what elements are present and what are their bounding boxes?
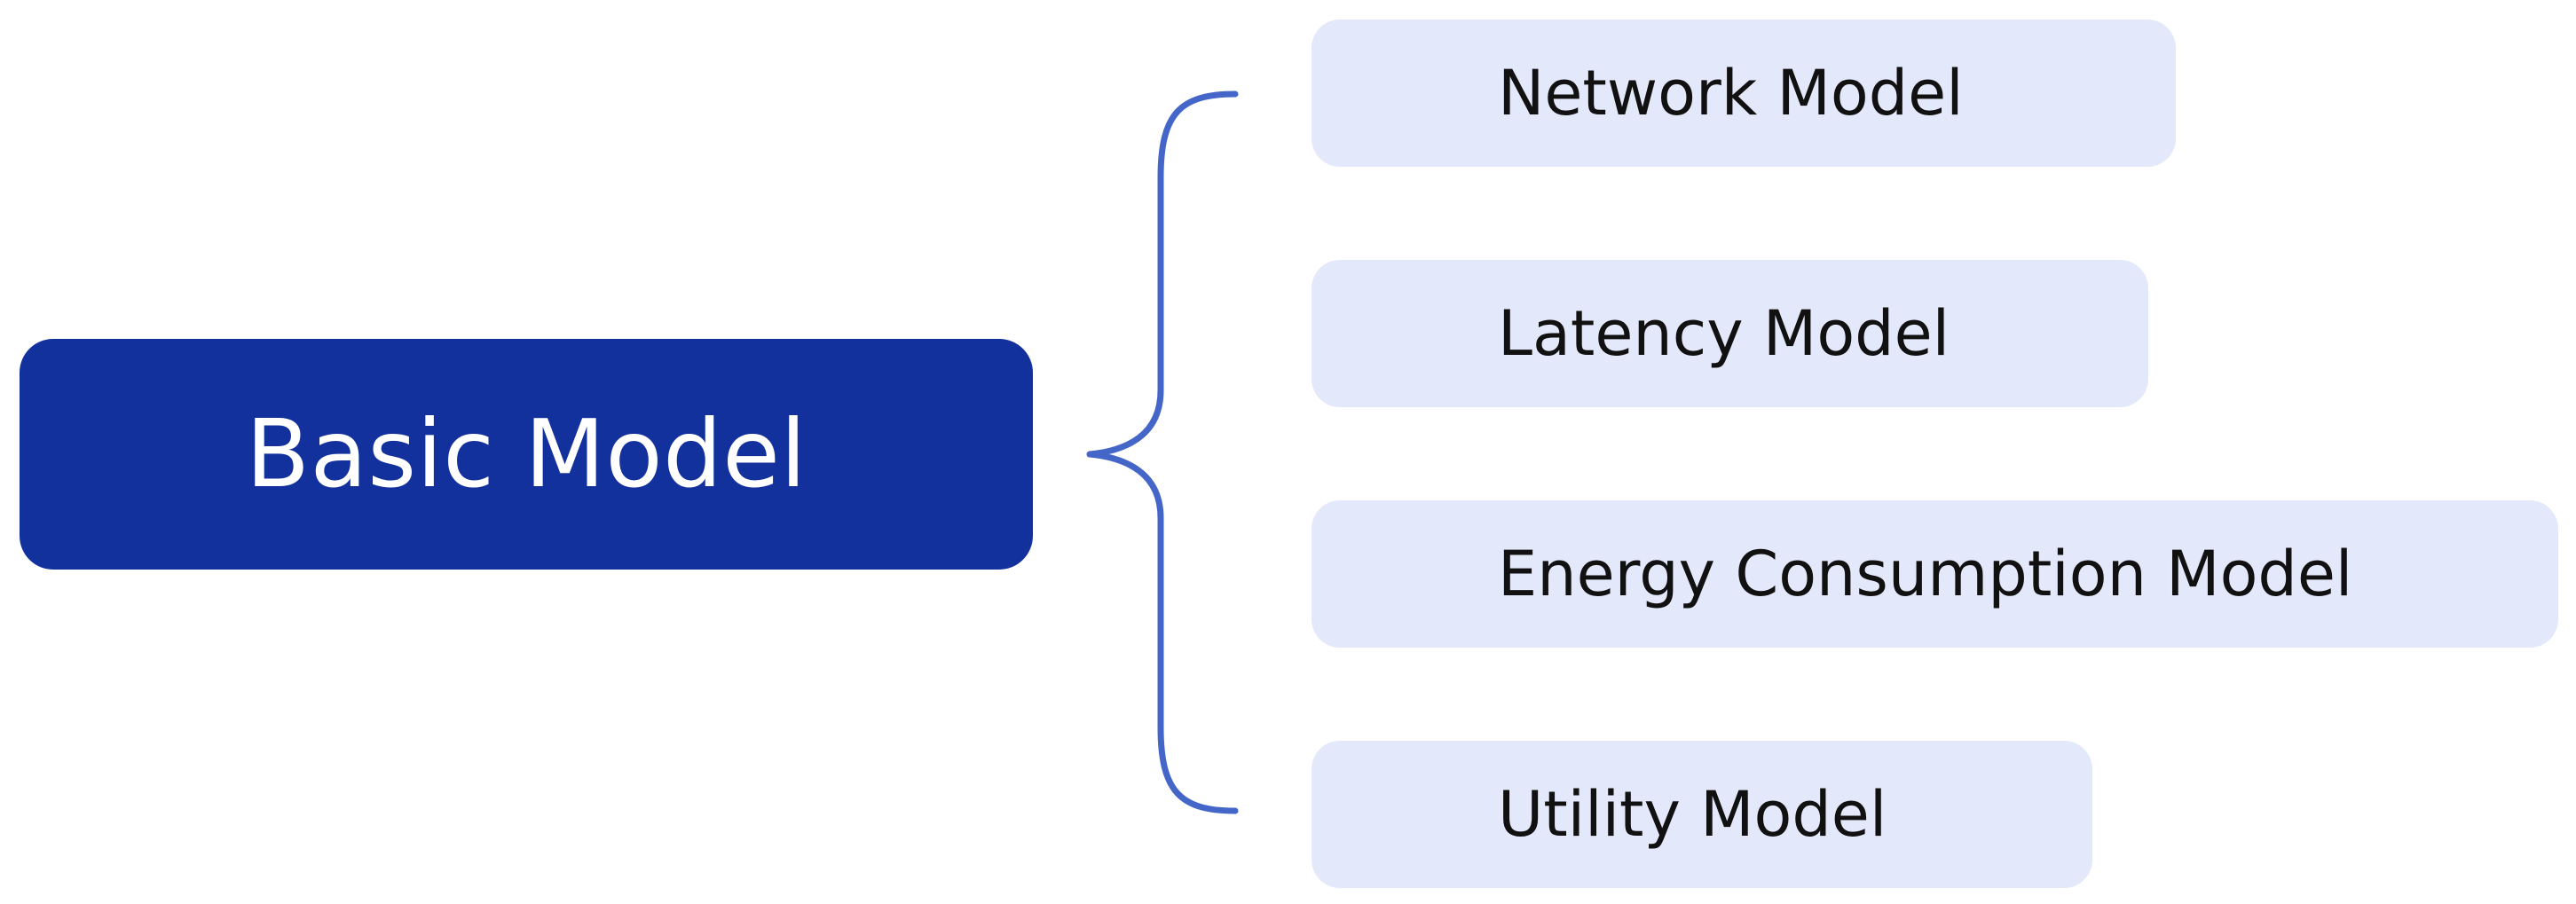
child-node-label: Latency Model xyxy=(1498,297,1950,370)
child-node-utility-model: Utility Model xyxy=(1312,741,2092,888)
child-node-label: Utility Model xyxy=(1498,778,1887,851)
root-node-basic-model: Basic Model xyxy=(20,339,1033,570)
brace-path xyxy=(1086,90,1239,814)
child-node-network-model: Network Model xyxy=(1312,20,2176,167)
child-node-energy-consumption-model: Energy Consumption Model xyxy=(1312,500,2558,648)
child-node-latency-model: Latency Model xyxy=(1312,260,2148,407)
root-node-label: Basic Model xyxy=(245,400,807,508)
child-node-label: Energy Consumption Model xyxy=(1498,538,2353,610)
child-node-label: Network Model xyxy=(1498,57,1964,130)
